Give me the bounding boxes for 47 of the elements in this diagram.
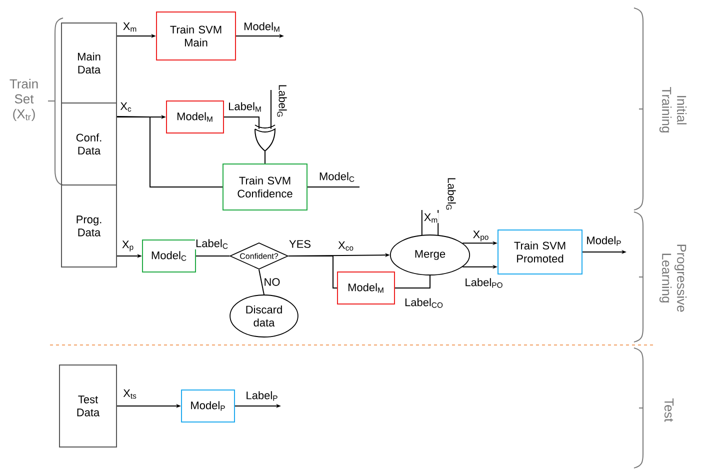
model-box: Model$_{C}$ [142,240,196,272]
edge-label: Model$_{C}$ [318,172,356,182]
model-box: Model$_{M}$ [337,272,395,304]
ellipse-node: Discard data [230,294,298,338]
edge-label: Label$_{P}$ [245,390,279,402]
connector-line [270,90,272,130]
connector-line [394,274,430,288]
edge-label: Label$_{G}$ [446,176,456,212]
connector-line [258,269,264,296]
group-label: Initial Training [659,87,687,132]
group-label: Progressive Learning [659,244,687,312]
ellipse-node: Merge [390,234,470,276]
edge-label: Label$_{PO}$ [464,278,504,288]
edge-label: X$_{ts}$ [122,388,138,400]
connector-line [116,116,223,188]
edge-label: Label$_{M}$ [228,102,262,112]
model-box: Train SVM Promoted [498,230,582,274]
connector-line [307,186,360,188]
connector-line [224,116,260,130]
group-label: Test [664,398,674,422]
edge-label: X$_{m}$ [423,212,439,224]
edge-label: X$_{p}$ [121,240,135,252]
decision-label: YES [289,240,310,248]
edge-label: X$_{co}$ [338,240,354,252]
edge-label: Label$_{CO}$ [404,298,444,308]
connector-line [438,210,439,236]
edge-label: Model$_{P}$ [586,236,622,246]
edge-label: NO [263,278,281,286]
model-box: Model$_{M}$ [166,100,224,134]
model-box: Model$_{P}$ [181,390,235,422]
edge-label: X$_{po}$ [472,230,490,242]
xor-gate [254,124,276,152]
data-box: Test Data [59,364,117,448]
edge-label: Model$_{M}$ [243,22,281,32]
connector-line [421,210,422,236]
data-box: Conf. Data [61,102,117,186]
connector-line [288,256,338,288]
connector-line [264,150,266,164]
data-box: Main Data [61,22,117,104]
model-box: Train SVM Confidence [222,164,308,210]
model-box: Train SVM Main [156,12,236,60]
edge-label: Label$_{C}$ [195,238,229,250]
edge-label: X$_{m}$ [122,22,138,32]
edge-label: Label$_{G}$ [276,84,288,118]
group-label: Train Set (X$_{tr}$) [10,78,38,122]
edge-label: X$_{c}$ [120,102,132,112]
data-box: Prog. Data [61,184,117,268]
